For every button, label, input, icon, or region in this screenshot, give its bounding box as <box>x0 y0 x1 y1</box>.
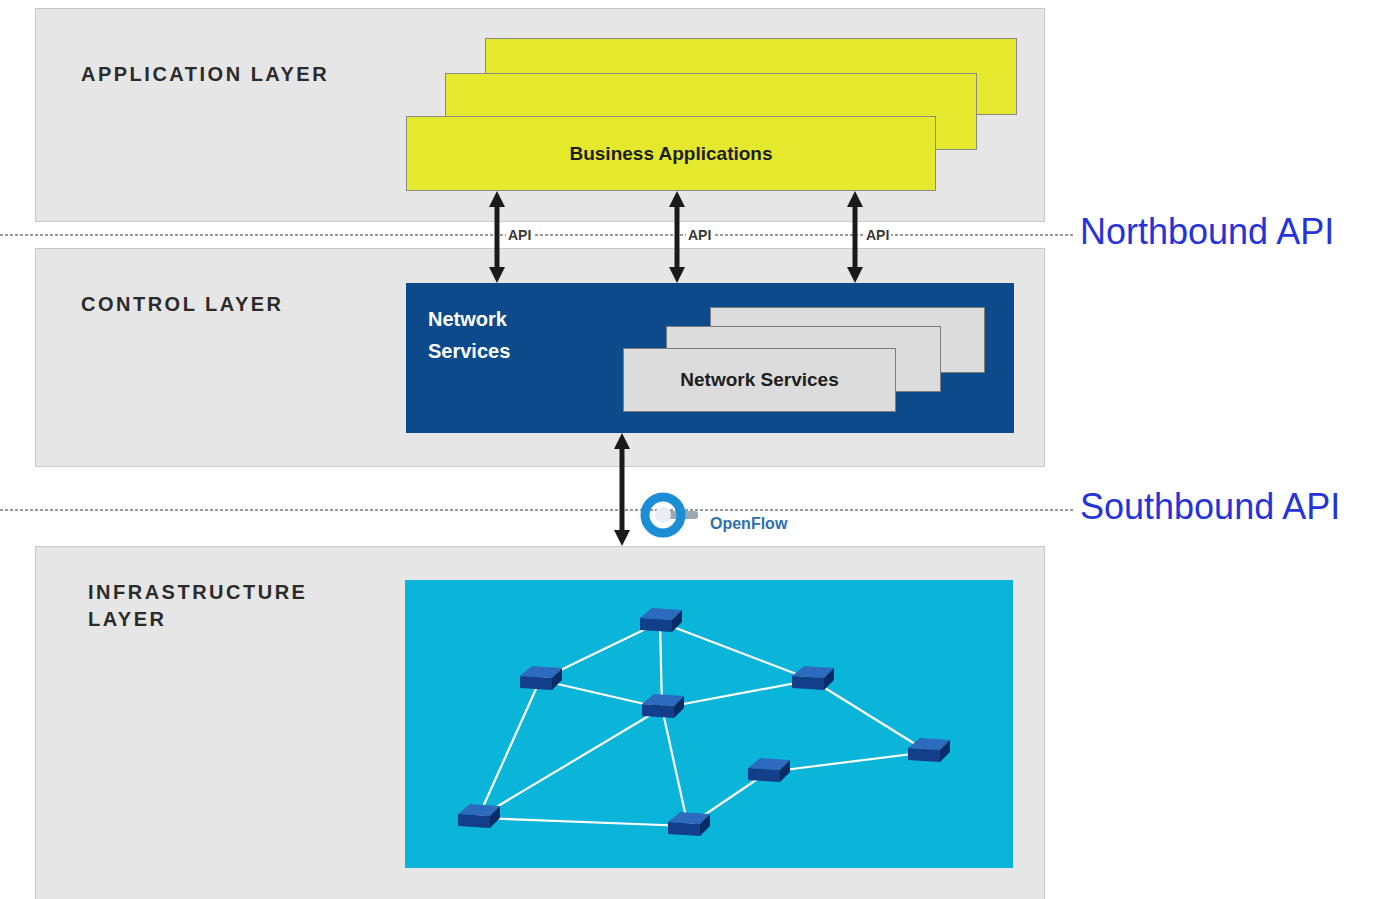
logo-ring <box>645 497 681 533</box>
layer-band: APPLICATION LAYER Business Applications <box>35 8 1045 222</box>
double-arrow <box>620 442 625 537</box>
network-link <box>662 680 812 708</box>
node-text: Business Applications <box>569 143 772 165</box>
switch-symbol <box>520 666 562 690</box>
network-switches <box>458 608 950 836</box>
edge-label: OpenFlow <box>708 515 789 533</box>
openflow-logo <box>645 497 698 533</box>
switch-symbol <box>668 812 710 836</box>
node-text: INFRASTRUCTURE LAYER <box>88 579 388 633</box>
network-link <box>768 752 928 772</box>
northbound-divider <box>0 234 1075 235</box>
node-text: APPLICATION LAYER <box>81 61 501 88</box>
network-links <box>478 622 928 826</box>
edge-label: API <box>506 227 533 243</box>
layer-divider <box>0 235 1075 510</box>
switch-symbol <box>792 666 834 690</box>
layer-band: CONTROL LAYERNetwork ServicesNetwork Ser… <box>35 248 1045 467</box>
connectors <box>497 200 855 537</box>
network-link <box>662 708 688 826</box>
edge-label: API <box>864 227 891 243</box>
double-arrow <box>495 200 500 274</box>
double-arrow <box>853 200 858 274</box>
interface-label: Northbound API <box>1080 211 1334 253</box>
switch-symbol <box>642 694 684 718</box>
switch-symbol <box>748 758 790 782</box>
network-link <box>660 622 812 680</box>
control-box: Network ServicesNetwork Services <box>406 283 1014 433</box>
switch-symbol <box>640 608 682 632</box>
double-arrow <box>675 200 680 274</box>
network-link <box>478 708 662 818</box>
application-box: Business Applications <box>406 116 936 191</box>
network-link <box>478 818 688 826</box>
node-text: Network Services <box>680 369 838 391</box>
service-box: Network Services <box>623 348 896 412</box>
edge-label: API <box>686 227 713 243</box>
network-link <box>478 680 540 818</box>
network-link <box>812 680 928 752</box>
switch-symbol <box>458 804 500 828</box>
interface-label: Southbound API <box>1080 486 1340 528</box>
switch-symbol <box>908 738 950 762</box>
node-text: Network Services <box>428 303 548 367</box>
southbound-divider <box>0 509 1075 510</box>
logo-core <box>655 507 671 523</box>
network-panel <box>405 580 1013 868</box>
